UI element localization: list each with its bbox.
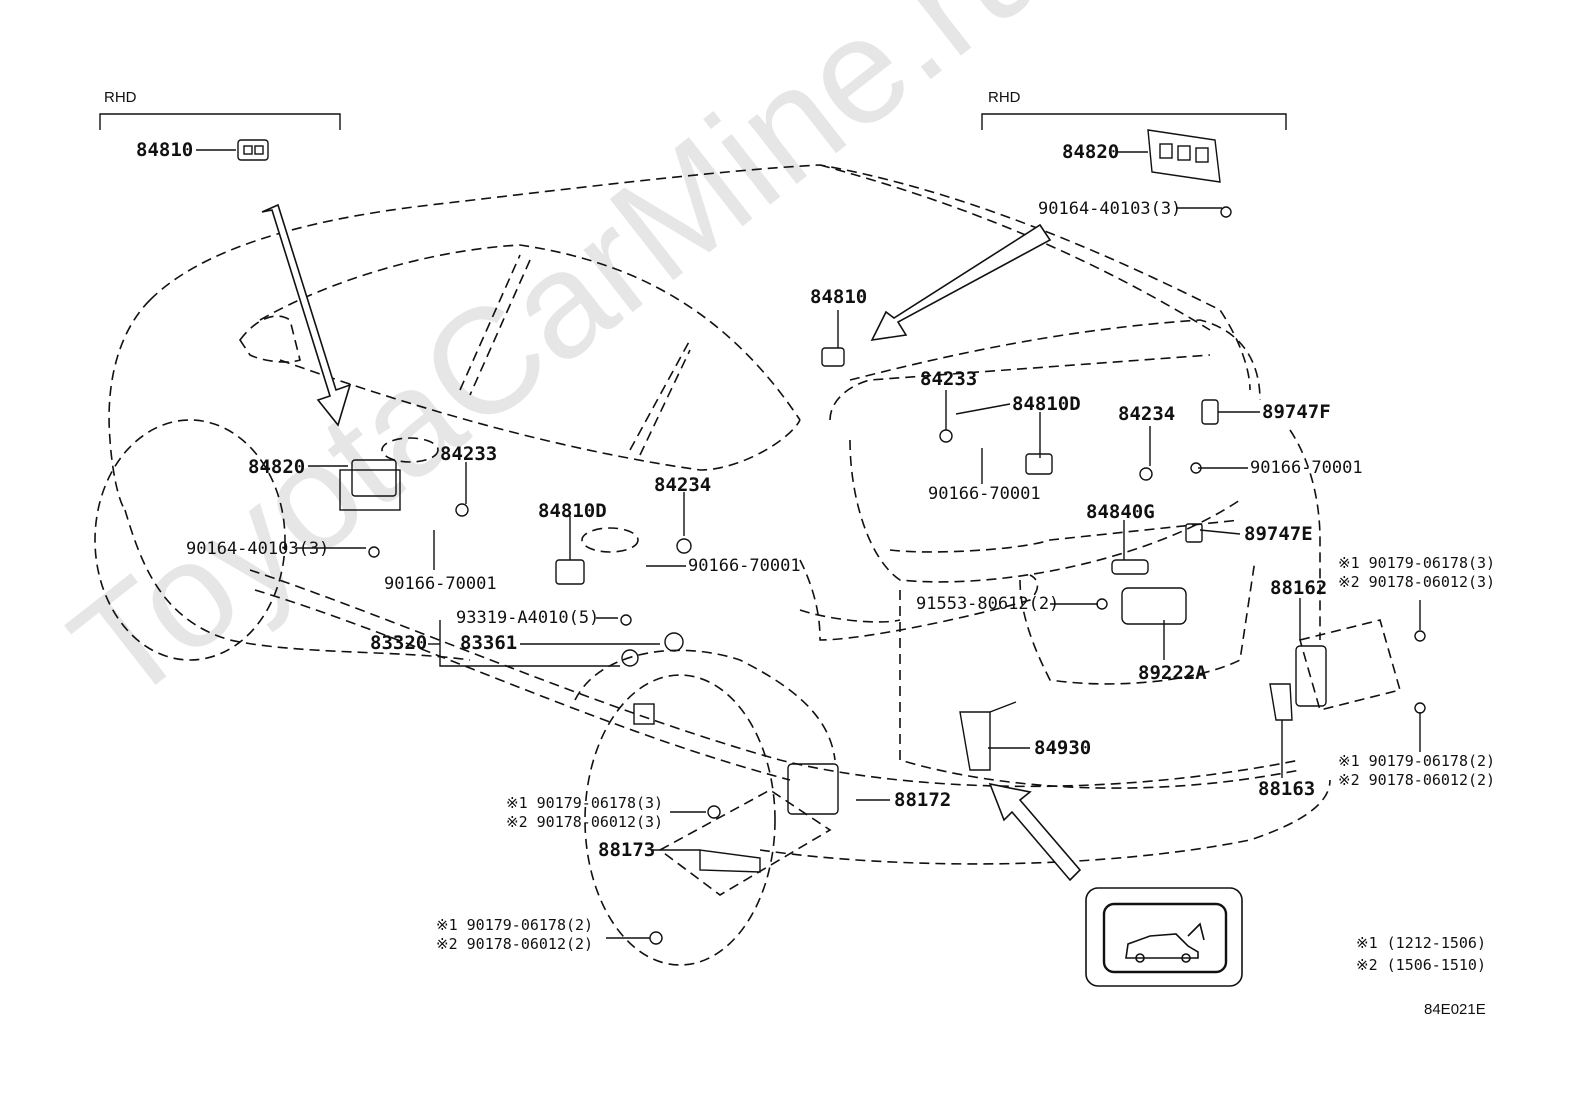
- part-label-84233-door: 84233: [440, 443, 498, 465]
- switch-icon: [1025, 453, 1053, 475]
- note-label-left-b2: ※2 90178-06012(2): [436, 935, 594, 953]
- switch-icon: [237, 139, 269, 161]
- switch-icon: [1111, 559, 1149, 575]
- part-label-84820-door: 84820: [248, 456, 306, 478]
- switch-icon: [649, 462, 1426, 945]
- part-label-83361: 83361: [460, 632, 518, 654]
- part-label-84840G: 84840G: [1086, 501, 1155, 523]
- part-label-89747F: 89747F: [1262, 401, 1331, 423]
- note-label-left-a1: ※1 90179-06178(3): [506, 794, 664, 812]
- switch-icon: [455, 429, 1153, 554]
- rhd-left-label: RHD: [104, 89, 137, 106]
- switch-icon: [1201, 399, 1219, 425]
- part-label-91553: 91553-80612(2): [916, 594, 1060, 614]
- part-label-90164-rhd: 90164-40103(3): [1038, 199, 1182, 219]
- part-label-90166-door2: 90166-70001: [688, 556, 801, 576]
- part-label-84930: 84930: [1034, 737, 1092, 759]
- switch-icon: [339, 459, 401, 511]
- part-label-90164-door: 90164-40103(3): [186, 539, 330, 559]
- switch-icon: [787, 763, 839, 815]
- part-label-89222A: 89222A: [1138, 662, 1207, 684]
- rhd-right-label: RHD: [988, 89, 1021, 106]
- part-label-84810-rhd: 84810: [136, 139, 194, 161]
- part-label-90166-tail-a: 90166-70001: [928, 484, 1041, 504]
- note-label-right-a1: ※1 90179-06178(3): [1338, 554, 1496, 572]
- part-label-84810-roof: 84810: [810, 286, 868, 308]
- switch-icon: [821, 347, 845, 367]
- note-label-right-a2: ※2 90178-06012(3): [1338, 573, 1496, 591]
- switch-icon: [1121, 587, 1187, 625]
- switch-icon: [1185, 523, 1203, 543]
- diagram-code: 84E021E: [1424, 1001, 1486, 1018]
- part-label-88163: 88163: [1258, 778, 1316, 800]
- part-label-83320: 83320: [370, 632, 428, 654]
- car-outline-diagram: [94, 164, 1401, 966]
- part-label-84233-tail: 84233: [920, 368, 978, 390]
- back-door-switch-icon: [1085, 887, 1243, 987]
- part-label-88172: 88172: [894, 789, 952, 811]
- part-label-84234-door: 84234: [654, 474, 712, 496]
- part-label-93319: 93319-A4010(5): [456, 608, 600, 628]
- legend-note-1: ※1 (1212-1506): [1356, 934, 1486, 952]
- note-label-left-b1: ※1 90179-06178(2): [436, 916, 594, 934]
- switch-icon: [1147, 129, 1221, 183]
- part-label-84810D-tail: 84810D: [1012, 393, 1081, 415]
- part-label-84234-tail: 84234: [1118, 403, 1176, 425]
- part-label-90166-door: 90166-70001: [384, 574, 497, 594]
- part-label-84820-rhd: 84820: [1062, 141, 1120, 163]
- leader-lines: [99, 113, 1421, 939]
- note-label-left-a2: ※2 90178-06012(3): [506, 813, 664, 831]
- part-label-84810D-door: 84810D: [538, 500, 607, 522]
- switch-icon: [555, 559, 585, 585]
- switch-icon: [699, 683, 1293, 873]
- switch-icon: [959, 701, 1017, 771]
- switch-icon: [368, 206, 1232, 725]
- switch-icon: [1295, 645, 1327, 707]
- arrow-icon: [261, 203, 1082, 882]
- note-label-right-b1: ※1 90179-06178(2): [1338, 752, 1496, 770]
- note-label-right-b2: ※2 90178-06012(2): [1338, 771, 1496, 789]
- part-label-88162: 88162: [1270, 577, 1328, 599]
- part-label-88173: 88173: [598, 839, 656, 861]
- part-label-89747E: 89747E: [1244, 523, 1313, 545]
- part-label-90166-tail-b: 90166-70001: [1250, 458, 1363, 478]
- legend-note-2: ※2 (1506-1510): [1356, 956, 1486, 974]
